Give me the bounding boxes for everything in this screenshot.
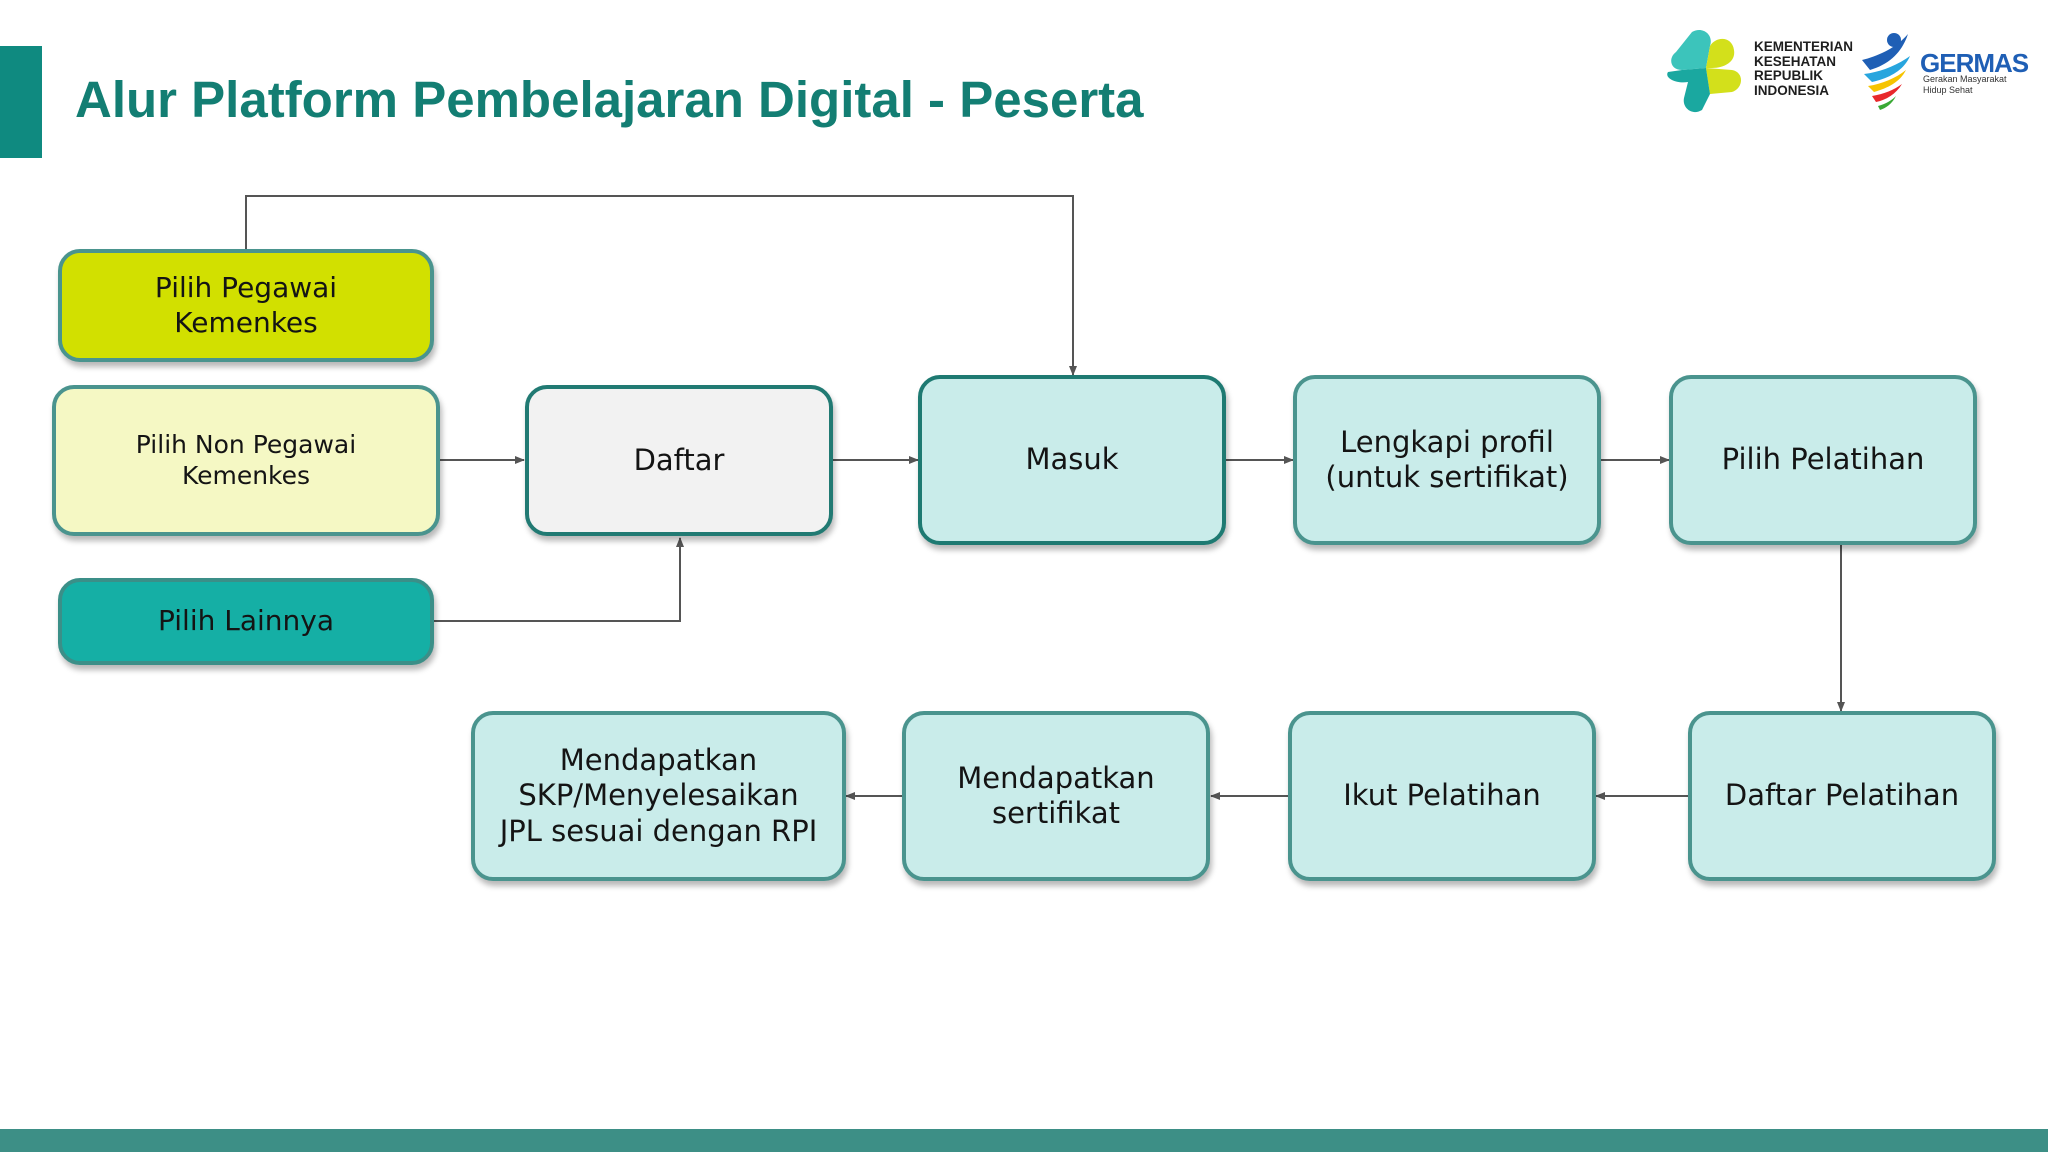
node-pilih-non-pegawai: Pilih Non Pegawai Kemenkes	[52, 385, 440, 536]
node-lengkapi-profil: Lengkapi profil (untuk sertifikat)	[1293, 375, 1601, 545]
node-ikut-pelatihan: Ikut Pelatihan	[1288, 711, 1596, 881]
node-mendapatkan-sertifikat: Mendapatkan sertifikat	[902, 711, 1210, 881]
node-pilih-pegawai: Pilih Pegawai Kemenkes	[58, 249, 434, 362]
node-daftar: Daftar	[525, 385, 833, 536]
node-pilih-lainnya: Pilih Lainnya	[58, 578, 434, 665]
connector-lainnya-to-daftar	[434, 537, 684, 622]
page-title: Alur Platform Pembelajaran Digital - Pes…	[75, 71, 1144, 128]
kemenkes-logo-mark	[1667, 29, 1741, 113]
node-mendapatkan-skp: Mendapatkan SKP/Menyelesaikan JPL sesuai…	[471, 711, 846, 881]
germas-wordmark: GERMAS	[1920, 48, 2029, 78]
node-masuk: Masuk	[918, 375, 1226, 545]
node-daftar-pelatihan: Daftar Pelatihan	[1688, 711, 1996, 881]
connector-pegawai-to-masuk	[245, 195, 1077, 376]
germas-logo-mark	[1862, 33, 1910, 110]
germas-tagline: Gerakan Masyarakat Hidup Sehat	[1923, 74, 2007, 95]
title-accent-bar	[0, 46, 42, 158]
footer-bar	[0, 1129, 2048, 1152]
kemenkes-logo-text: KEMENTERIAN KESEHATAN REPUBLIK INDONESIA	[1754, 39, 1854, 98]
node-pilih-pelatihan: Pilih Pelatihan	[1669, 375, 1977, 545]
